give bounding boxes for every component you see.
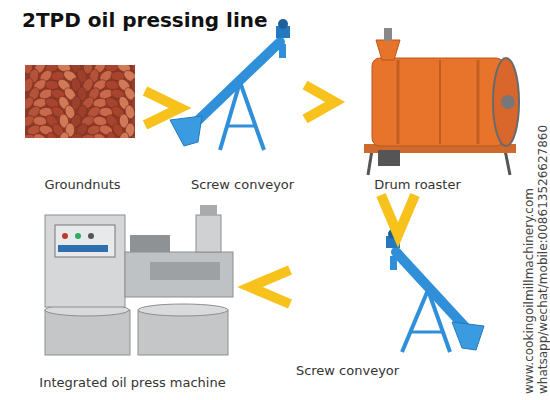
drum-roaster-drawing-part <box>439 60 441 144</box>
flow-chevron <box>250 270 290 304</box>
screw-conveyor-drawing-part <box>190 42 280 128</box>
groundnut-pile-part <box>81 134 96 138</box>
flow-chevron <box>145 91 180 125</box>
node-caption: Drum roaster <box>374 177 461 192</box>
screw-conveyor-drawing-part <box>278 19 288 29</box>
equipment-node: Drum roaster <box>335 25 500 195</box>
oil-press-drawing-part <box>45 215 125 307</box>
drum-roaster-drawing-part <box>501 95 515 109</box>
drum-roaster-drawing-part <box>368 150 372 175</box>
screw-conveyor-drawing-part <box>390 256 397 270</box>
drum-roaster-drawing-part <box>397 60 400 144</box>
screw-conveyor-drawing-part <box>170 116 202 146</box>
oil-press-drawing-part <box>196 215 221 252</box>
screw-conveyor-drawing-part <box>410 331 443 334</box>
oil-press-drawing-part <box>75 233 81 239</box>
oil-press-drawing-part <box>150 262 220 280</box>
groundnut-pile-part <box>118 131 131 138</box>
screw-conveyor-drawing-part <box>402 290 428 352</box>
node-caption: Integrated oil press machine <box>39 375 225 390</box>
groundnut-pile-part <box>58 131 70 138</box>
drum-roaster-drawing-part <box>378 150 400 166</box>
oil-press-drawing-part <box>138 304 228 316</box>
equipment-node: Screw conveyor <box>290 235 405 381</box>
oil-press-drawing-part <box>125 252 233 297</box>
oil-press-drawing-part <box>55 225 115 257</box>
oil-press-drawing-part <box>58 245 108 252</box>
groundnut-pile <box>25 65 135 138</box>
groundnut-pile-part <box>92 131 109 138</box>
drum-roaster-drawing-part <box>376 40 400 60</box>
drum-roaster-drawing-part <box>372 58 504 146</box>
groundnut-pile-part <box>32 132 49 138</box>
oil-press-drawing <box>45 205 233 355</box>
screw-conveyor-drawing <box>386 229 484 352</box>
groundnut-pile-part <box>25 65 135 138</box>
drum-roaster-drawing-part <box>384 28 392 41</box>
oil-press-drawing-part <box>130 235 170 252</box>
watermark-text: whatsapp/wechat/mobile:008613526627860 <box>536 125 550 394</box>
drum-roaster-drawing-part <box>505 150 510 175</box>
oil-press-drawing-part <box>45 310 130 355</box>
oil-press-drawing-part <box>62 233 68 239</box>
groundnut-pile-part <box>32 116 47 127</box>
drum-roaster-drawing <box>364 28 519 175</box>
screw-conveyor-drawing <box>170 19 290 150</box>
oil-press-drawing-part <box>200 205 217 215</box>
flow-chevron <box>305 85 335 119</box>
groundnut-pile-part <box>128 131 135 138</box>
screw-conveyor-drawing-part <box>396 252 466 328</box>
node-caption: Screw conveyor <box>191 177 294 192</box>
drum-roaster-drawing-part <box>477 60 480 144</box>
equipment-node: Screw conveyor <box>180 20 305 195</box>
diagram-title: 2TPD oil pressing line <box>22 8 268 32</box>
screw-conveyor-drawing-part <box>227 125 257 128</box>
oil-press-drawing-part <box>88 233 94 239</box>
equipment-node: Integrated oil press machine <box>15 205 250 393</box>
groundnut-pile-part <box>45 131 59 138</box>
groundnut-pile-part <box>45 80 60 90</box>
node-caption: Groundnuts <box>44 177 120 192</box>
oil-press-drawing-part <box>138 310 228 355</box>
watermark-text: www.cookingoilmillmachinery.com <box>522 188 536 394</box>
drum-roaster-drawing-part <box>493 58 519 146</box>
screw-conveyor-drawing-part <box>240 82 264 150</box>
equipment-node: Groundnuts <box>20 60 145 195</box>
flow-chevron <box>381 195 415 235</box>
screw-conveyor-drawing-part <box>279 44 286 58</box>
groundnut-pile-part <box>105 131 119 138</box>
node-caption: Screw conveyor <box>296 363 399 378</box>
screw-conveyor-drawing-part <box>388 229 398 239</box>
screw-conveyor-drawing-part <box>452 322 484 350</box>
